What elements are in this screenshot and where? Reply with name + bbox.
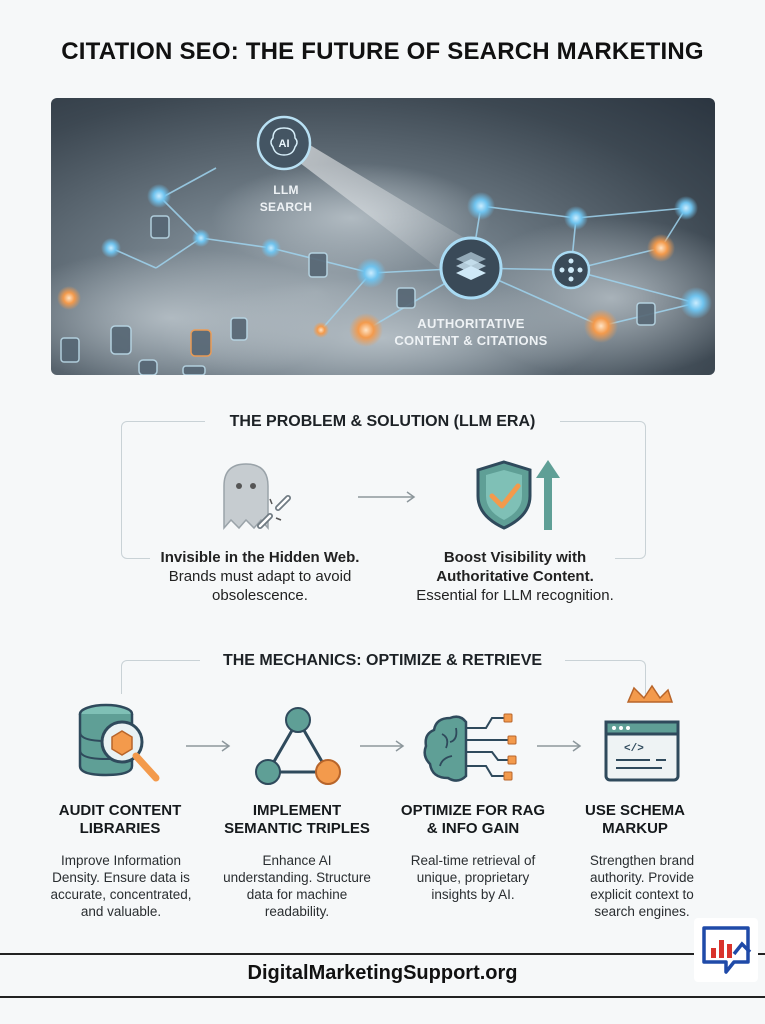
triple-graph-icon [255, 707, 341, 785]
problem-right-title: Boost Visibility with Authoritative Cont… [436, 549, 594, 585]
mechanics-title-gap [200, 650, 565, 670]
footer-divider-top [0, 953, 765, 955]
step-4-title: USE SCHEMA MARKUP [584, 802, 685, 837]
hero-illustration: AI LLM SEARCH AUTHORITATIVE CONTENT & CI… [51, 98, 715, 375]
step-4-text: Strengthen brand authority. Provide expl… [589, 853, 695, 919]
arrow-right-icon [186, 740, 231, 752]
arrow-right-icon [537, 740, 582, 752]
step-1-text: Improve Information Density. Ensure data… [50, 853, 192, 919]
frame-title-gap [205, 412, 560, 432]
llm-search-label: LLM SEARCH [259, 183, 313, 214]
chart-chat-logo-icon [694, 918, 758, 982]
ai-badge-text: AI [279, 138, 290, 150]
shield-check-up-arrow-icon [476, 460, 560, 530]
problem-left-text: Brands must adapt to avoid obsolescence. [168, 568, 352, 604]
authoritative-content-label: AUTHORITATIVE CONTENT & CITATIONS [394, 316, 548, 348]
step-1-title: AUDIT CONTENT LIBRARIES [58, 802, 182, 837]
footer-site-name: DigitalMarketingSupport.org [247, 962, 518, 984]
problem-left-caption: Invisible in the Hidden Web. Brands must… [140, 548, 380, 605]
problem-right-text: Essential for LLM recognition. [416, 587, 614, 604]
footer-divider-bottom [0, 996, 765, 998]
mechanics-heading: THE MECHANICS: OPTIMIZE & RETRIEVE [222, 652, 543, 669]
code-window-crown-icon: </> [604, 684, 680, 782]
problem-left-title: Invisible in the Hidden Web. [160, 549, 360, 566]
svg-text:</>: </> [624, 743, 644, 755]
step-3-title: OPTIMIZE FOR RAG & INFO GAIN [400, 802, 546, 837]
step-2-title: IMPLEMENT SEMANTIC TRIPLES [224, 802, 370, 837]
problem-right-caption: Boost Visibility with Authoritative Cont… [400, 548, 630, 605]
ghost-broken-link-icon [223, 463, 291, 530]
problem-heading: THE PROBLEM & SOLUTION (LLM ERA) [229, 413, 536, 430]
frame-bottom-gap [150, 548, 615, 568]
database-magnifier-icon [78, 703, 160, 782]
network-graphic: AI [51, 115, 715, 375]
mechanics-frame-cut [118, 694, 648, 724]
arrow-right-icon [360, 740, 405, 752]
arrow-right-icon [358, 491, 416, 503]
brain-circuit-icon [423, 713, 517, 782]
page-title: CITATION SEO: THE FUTURE OF SEARCH MARKE… [61, 38, 704, 65]
step-2-text: Enhance AI understanding. Structure data… [223, 853, 371, 919]
step-3-text: Real-time retrieval of unique, proprieta… [410, 853, 536, 902]
